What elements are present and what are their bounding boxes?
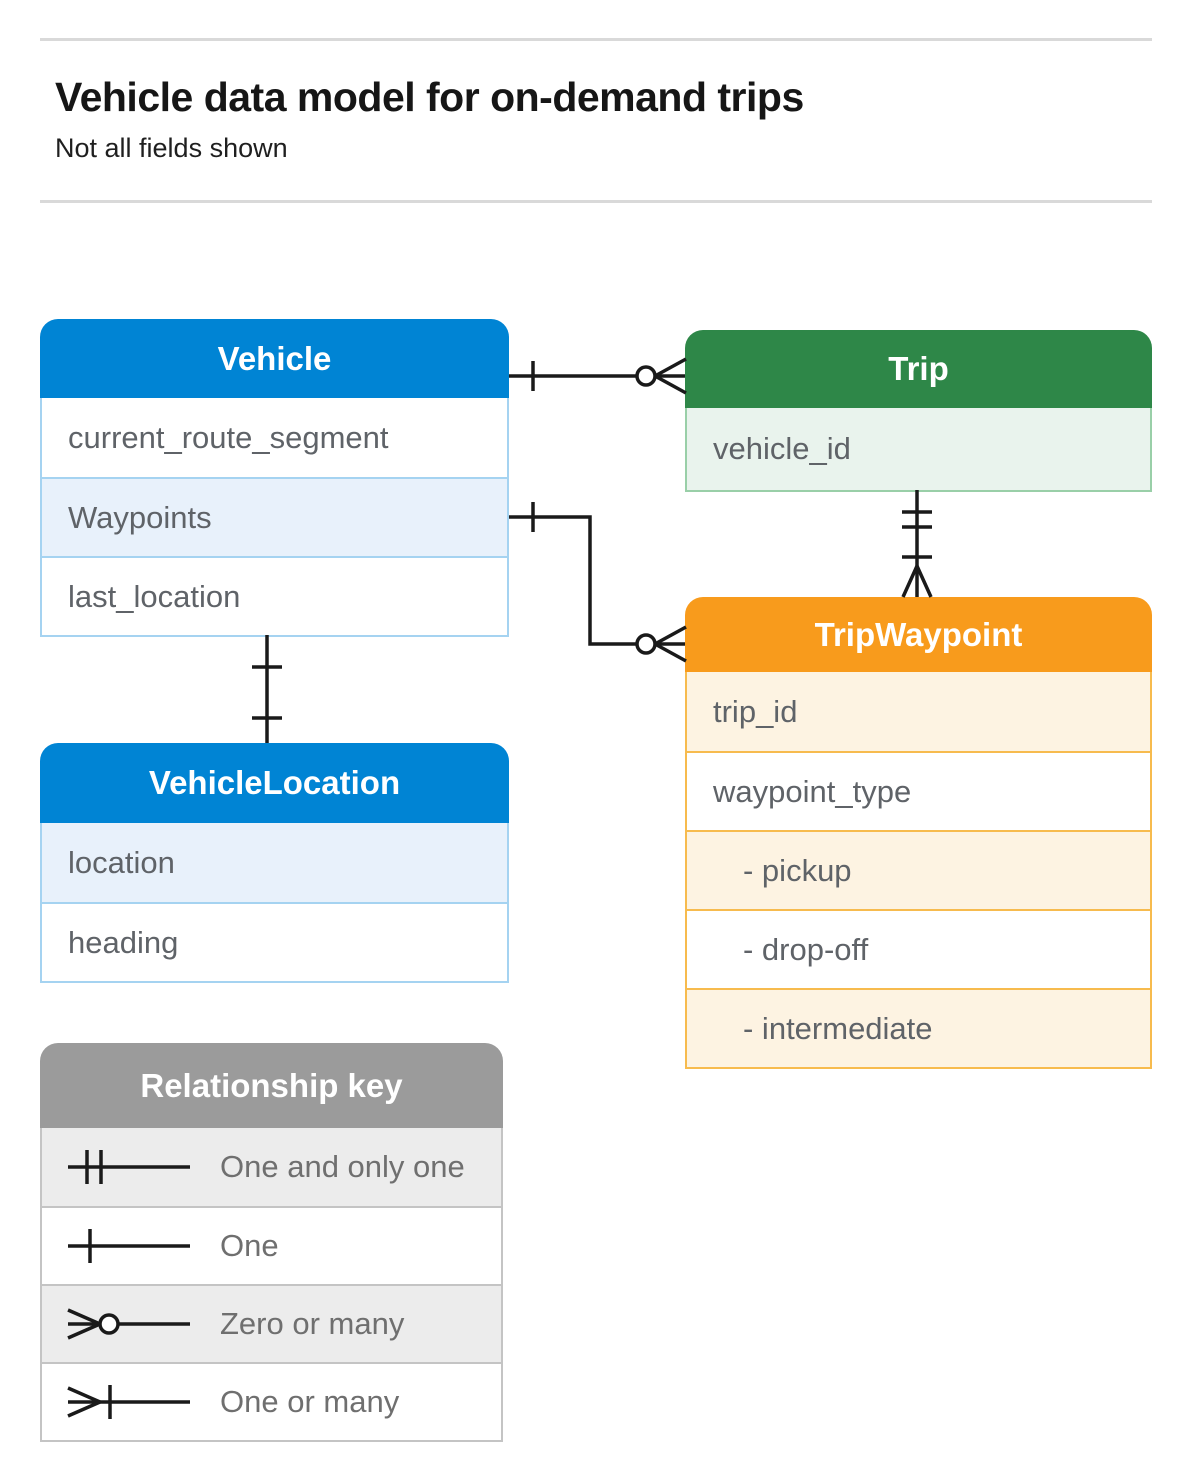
entity-vehiclelocation-title: VehicleLocation — [148, 764, 401, 801]
connector-vehicle-trip — [509, 357, 687, 395]
crow-foot-icon — [915, 565, 933, 598]
legend-label: One — [220, 1228, 279, 1263]
vehicle-field-row: Waypoints — [42, 477, 507, 556]
entity-tripwaypoint-title: TripWaypoint — [814, 615, 1023, 653]
field-label: vehicle_id — [713, 431, 851, 466]
crow-foot-icon — [654, 625, 687, 646]
entity-vehiclelocation: VehicleLocation location heading — [40, 743, 509, 983]
top-divider — [40, 38, 1152, 41]
tripwaypoint-field-row: - drop-off — [687, 909, 1150, 988]
legend-row: One — [42, 1206, 501, 1284]
relationship-key-header: Relationship key — [40, 1043, 503, 1128]
crow-foot-icon — [901, 565, 919, 598]
field-label: heading — [68, 924, 179, 960]
field-label: waypoint_type — [713, 773, 912, 809]
crow-foot-icon — [654, 357, 687, 378]
field-label: last_location — [68, 578, 241, 614]
entity-tripwaypoint-header: TripWaypoint — [685, 597, 1152, 672]
zero-or-many-icon — [67, 1308, 190, 1340]
entity-trip-title: Trip — [888, 350, 949, 387]
relationship-key: Relationship key One and only one One — [40, 1043, 503, 1442]
trip-field-row: vehicle_id — [687, 408, 1150, 490]
relationship-key-title: Relationship key — [140, 1066, 403, 1104]
legend-label: Zero or many — [220, 1306, 405, 1341]
entity-trip-header: Trip — [685, 330, 1152, 408]
field-label: current_route_segment — [68, 419, 389, 455]
zero-circle-icon — [635, 365, 657, 387]
header-divider — [40, 200, 1152, 203]
zero-circle-icon — [635, 633, 657, 655]
tripwaypoint-field-row: waypoint_type — [687, 751, 1150, 830]
legend-row: One and only one — [42, 1128, 501, 1206]
vehicle-field-row: last_location — [42, 556, 507, 635]
vehicle-field-row: current_route_segment — [42, 398, 507, 477]
entity-vehicle: Vehicle current_route_segment Waypoints … — [40, 319, 509, 637]
field-label: Waypoints — [68, 499, 212, 535]
tripwaypoint-field-row: - intermediate — [687, 988, 1150, 1067]
vehiclelocation-field-row: heading — [42, 902, 507, 981]
vehiclelocation-field-row: location — [42, 823, 507, 902]
connector-trip-tripwaypoint — [901, 490, 933, 598]
tripwaypoint-field-row: trip_id — [687, 672, 1150, 751]
entity-trip: Trip vehicle_id — [685, 330, 1152, 492]
field-label: - pickup — [743, 852, 852, 888]
entity-vehicle-header: Vehicle — [40, 319, 509, 398]
connector-waypoints-tripwaypoint — [509, 502, 687, 663]
crow-foot-icon — [654, 642, 687, 663]
one-icon — [68, 1229, 190, 1263]
one-and-only-one-icon — [68, 1150, 190, 1184]
legend-row: Zero or many — [42, 1284, 501, 1362]
entity-vehicle-title: Vehicle — [217, 339, 332, 377]
page-title: Vehicle data model for on-demand trips — [55, 74, 804, 120]
legend-label: One and only one — [220, 1149, 465, 1184]
tripwaypoint-field-row: - pickup — [687, 830, 1150, 909]
legend-label: One or many — [220, 1384, 400, 1419]
field-label: trip_id — [713, 693, 798, 729]
field-label: location — [68, 844, 175, 880]
page-subtitle: Not all fields shown — [55, 133, 288, 163]
entity-vehiclelocation-header: VehicleLocation — [40, 743, 509, 823]
field-label: - intermediate — [743, 1010, 933, 1046]
legend-row: One or many — [42, 1362, 501, 1440]
connector-vehicle-vehiclelocation — [252, 635, 282, 743]
field-label: - drop-off — [743, 931, 869, 967]
one-or-many-icon — [67, 1385, 190, 1419]
entity-tripwaypoint: TripWaypoint trip_id waypoint_type - pic… — [685, 597, 1152, 1069]
crow-foot-icon — [654, 374, 687, 395]
